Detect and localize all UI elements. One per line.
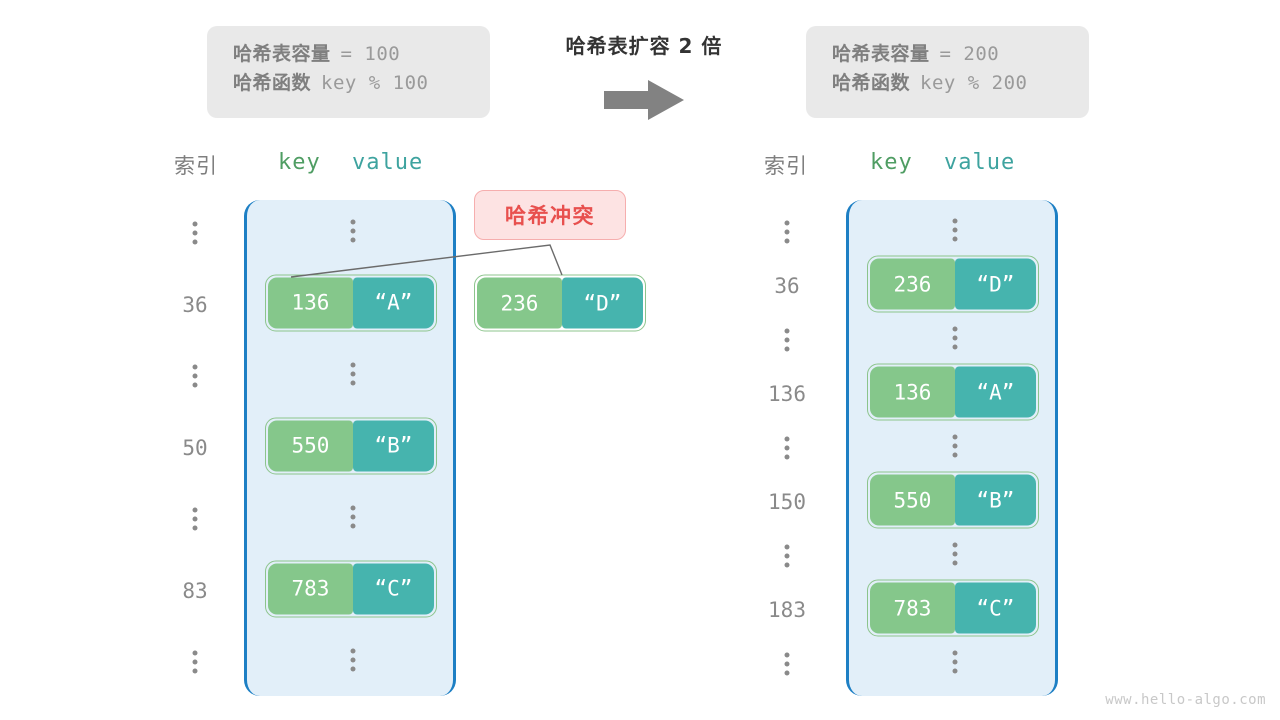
index-ellipsis [192, 364, 198, 388]
bucket-ellipsis [952, 542, 958, 566]
bucket-ellipsis [350, 648, 356, 672]
bucket-ellipsis [350, 362, 356, 386]
index-ellipsis [784, 544, 790, 568]
header-key: key [278, 150, 321, 175]
index-label: 150 [768, 490, 806, 514]
capacity-value: = 100 [340, 43, 401, 65]
entry-key: 236 [477, 277, 562, 329]
index-ellipsis [192, 507, 198, 531]
entry-key: 550 [870, 474, 955, 526]
bucket-ellipsis [952, 650, 958, 674]
index-ellipsis [784, 436, 790, 460]
entry-value: “C” [954, 582, 1036, 634]
function-label: 哈希函数 [233, 71, 312, 94]
entry-value: “D” [954, 258, 1036, 310]
colliding-entry: 236 “D” [474, 274, 646, 332]
function-line-before: 哈希函数 key % 100 [233, 69, 464, 98]
table-row: 136“A” [867, 363, 1039, 421]
entry-value: “B” [954, 474, 1036, 526]
entry-value: “C” [352, 563, 434, 614]
hash-table-before: 索引 key value 36 50 83 136“A” 550“B” 783“C” [160, 148, 470, 704]
bucket-ellipsis [952, 326, 958, 350]
entry-value: “D” [561, 277, 643, 329]
bucket-ellipsis [350, 505, 356, 529]
function-value: key % 100 [321, 71, 429, 94]
header-key: key [870, 150, 913, 175]
capacity-label: 哈希表容量 [233, 43, 331, 65]
table-row: 783“C” [265, 560, 437, 617]
header-value: value [352, 150, 424, 175]
info-box-after: 哈希表容量 = 200 哈希函数 key % 200 [806, 26, 1089, 118]
header-index: 索引 [174, 154, 218, 178]
index-ellipsis [192, 650, 198, 674]
function-line-after: 哈希函数 key % 200 [832, 69, 1063, 98]
index-ellipsis [784, 328, 790, 352]
capacity-line-after: 哈希表容量 = 200 [832, 40, 1063, 69]
expand-title: 哈希表扩容 2 倍 [565, 34, 723, 58]
entry-value: “A” [954, 366, 1036, 418]
watermark: www.hello-algo.com [1105, 692, 1266, 708]
entry-key: 550 [268, 420, 353, 471]
bucket-ellipsis [350, 219, 356, 243]
table-row: 550“B” [867, 471, 1039, 529]
entry-value: “A” [352, 277, 434, 328]
index-label: 83 [182, 578, 208, 603]
index-ellipsis [192, 221, 198, 245]
index-label: 36 [182, 292, 208, 317]
table-row: 236“D” [867, 255, 1039, 313]
table-row: 136“A” [265, 274, 437, 331]
bucket-container-left: 136“A” 550“B” 783“C” [244, 200, 456, 696]
entry-key: 136 [268, 277, 353, 328]
function-value: key % 200 [920, 71, 1028, 94]
entry-key: 236 [870, 258, 955, 310]
entry-value: “B” [352, 420, 434, 471]
index-label: 183 [768, 598, 806, 622]
entry-key: 783 [268, 563, 353, 614]
header-index: 索引 [764, 154, 808, 178]
entry-key: 136 [870, 366, 955, 418]
info-box-before: 哈希表容量 = 100 哈希函数 key % 100 [207, 26, 490, 118]
table-row: 550“B” [265, 417, 437, 474]
column-headers-right: 索引 key value [752, 148, 1062, 182]
index-ellipsis [784, 652, 790, 676]
index-label: 50 [182, 435, 208, 460]
collision-badge: 哈希冲突 [474, 190, 626, 240]
entry-key: 783 [870, 582, 955, 634]
index-ellipsis [784, 220, 790, 244]
right-arrow-icon [604, 80, 684, 120]
bucket-ellipsis [952, 218, 958, 242]
index-label: 136 [768, 382, 806, 406]
column-headers-left: 索引 key value [160, 148, 470, 182]
capacity-label: 哈希表容量 [832, 43, 930, 65]
bucket-container-right: 236“D” 136“A” 550“B” 783“C” [846, 200, 1058, 696]
capacity-value: = 200 [939, 43, 1000, 65]
function-label: 哈希函数 [832, 71, 911, 94]
index-label: 36 [774, 274, 800, 298]
table-row: 783“C” [867, 579, 1039, 637]
capacity-line-before: 哈希表容量 = 100 [233, 40, 464, 69]
header-value: value [944, 150, 1016, 175]
bucket-ellipsis [952, 434, 958, 458]
